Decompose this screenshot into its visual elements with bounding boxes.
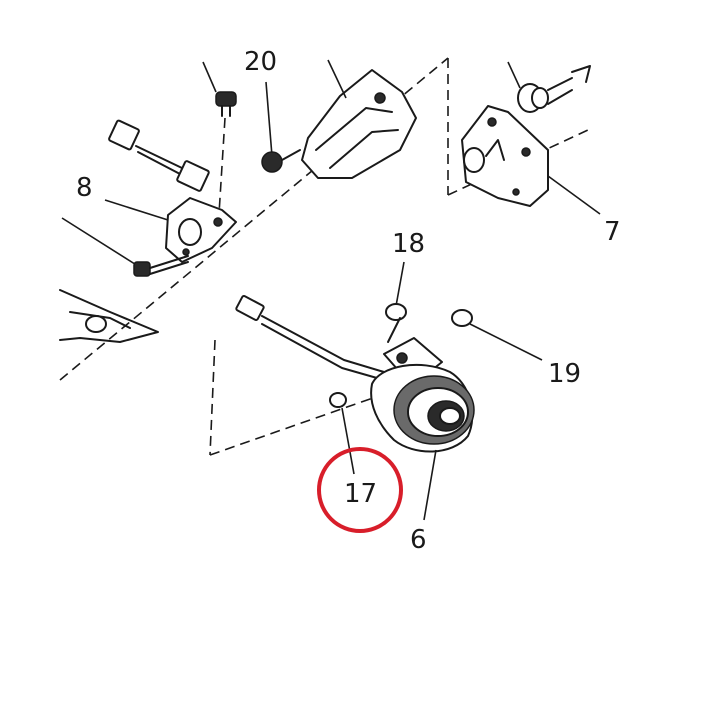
bracket-part-7: [461, 105, 601, 215]
connector-harness: [108, 119, 210, 192]
bolt-lower-left: [61, 217, 189, 277]
grommet-and-bulb: [507, 61, 591, 113]
fog-lamp-part-6: [370, 337, 475, 521]
callout-18: 18: [392, 229, 425, 259]
leader-top-left: [202, 61, 217, 93]
washer-part-19: [451, 309, 543, 361]
callout-20: 20: [244, 47, 277, 77]
cover-housing: [301, 59, 417, 179]
bracket-part-8: [104, 197, 237, 263]
callout-17: 17: [344, 479, 377, 509]
highlight-circle: [317, 447, 403, 533]
partial-housing: [59, 289, 159, 343]
callout-7: 7: [604, 217, 621, 247]
screw-part-20: [261, 81, 301, 173]
callout-6: 6: [410, 525, 427, 555]
washer-part-17: [329, 392, 355, 475]
callout-19: 19: [548, 359, 581, 389]
callout-8: 8: [76, 173, 93, 203]
screw-top: [215, 91, 237, 117]
lamp-cable: [235, 295, 385, 381]
washer-part-18: [385, 261, 407, 343]
